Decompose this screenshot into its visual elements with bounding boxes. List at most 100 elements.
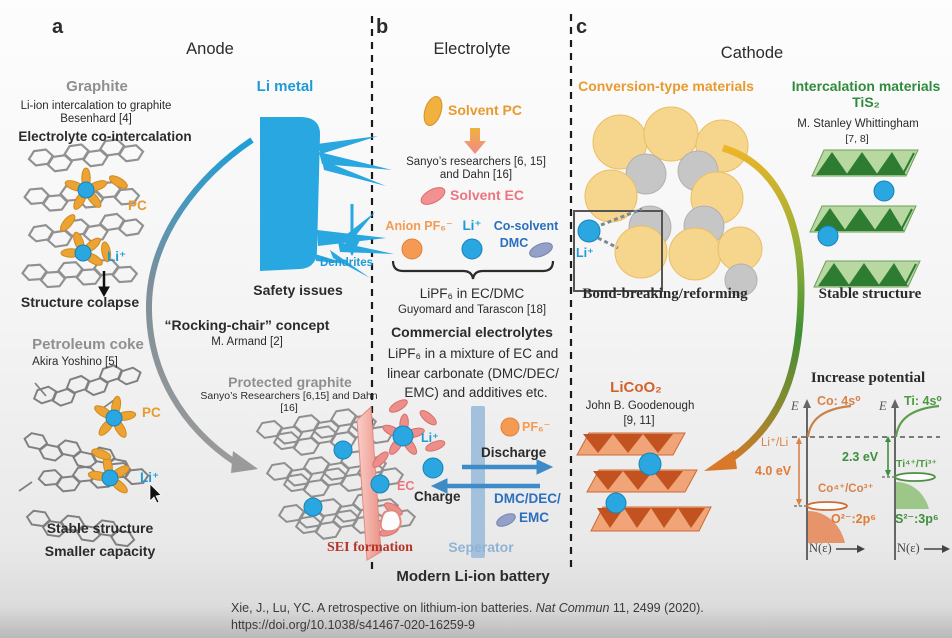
cathode-title: Cathode <box>720 44 784 62</box>
dos-axis-label-left: N(ε) <box>809 541 832 555</box>
discharge-arrow <box>462 459 554 475</box>
ti-redox-label: Ti⁴⁺/Ti³⁺ <box>896 458 937 470</box>
li-li-level-label: Li⁺/Li <box>761 437 789 449</box>
smaller-capacity-label: Smaller capacity <box>44 543 156 559</box>
increase-potential-label: Increase potential <box>810 370 926 386</box>
ec-outline-blob <box>379 509 402 533</box>
stable-structure-label-c: Stable structure <box>818 286 922 302</box>
lipf6-label: LiPF₆ in EC/DMC <box>419 286 525 301</box>
pc-label-bottom: PC <box>142 405 161 420</box>
gap-40ev-label: 4.0 eV <box>755 464 792 478</box>
electrolyte-brace <box>391 260 555 280</box>
dos-axis-label-right: N(ε) <box>897 541 920 555</box>
discharge-label: Discharge <box>481 445 547 460</box>
pc-solvent-ellipse <box>423 96 443 126</box>
anode-history-arc <box>145 137 254 466</box>
licoo2-label: LiCoO₂ <box>610 379 662 396</box>
cathode-history-arrowhead <box>704 450 737 471</box>
goodenough-ref2: [9, 11] <box>623 415 655 427</box>
charge-arrow <box>430 478 540 494</box>
pf6-anion-circle <box>500 417 520 437</box>
li-ion-circle <box>638 452 662 476</box>
co-intercalation-label: Electrolyte co-intercalation <box>18 129 192 144</box>
li-metal-blob <box>260 117 394 278</box>
citation-pre: Xie, J., Lu, YC. A retrospective on lith… <box>231 601 536 615</box>
citation-doi: https://doi.org/10.1038/s41467-020-16259… <box>231 618 475 632</box>
li-ion-circle <box>105 409 123 427</box>
graphite-structure <box>22 136 144 289</box>
sei-formation-label: SEI formation <box>327 540 413 555</box>
graphite-subtitle: Li-ion intercalation to graphite <box>20 100 172 112</box>
electrolyte-title: Electrolyte <box>433 40 511 58</box>
co-redox-label: Co⁴⁺/Co³⁺ <box>818 483 874 495</box>
citation-line1: Xie, J., Lu, YC. A retrospective on lith… <box>231 601 704 615</box>
commercial-line1: LiPF₆ in a mixture of EC and <box>387 346 559 361</box>
li-ion-circle <box>461 238 483 260</box>
conversion-materials-label: Conversion-type materials <box>578 78 754 94</box>
solvent-ec-label: Solvent EC <box>450 187 524 203</box>
commercial-line2: linear carbonate (DMC/DEC/ <box>387 366 559 381</box>
dendrite-arrow <box>344 204 360 257</box>
co-4s-label: Co: 4s⁰ <box>817 394 861 408</box>
o2p-band-label: O²⁻:2p⁶ <box>831 512 876 526</box>
protected-graphite-ref2: [16] <box>280 402 298 414</box>
dmc-ellipse <box>496 513 516 527</box>
goodenough-ref: John B. Goodenough <box>585 400 695 412</box>
bond-breaking-box <box>573 210 663 292</box>
anode-title: Anode <box>186 40 234 58</box>
separator-membrane <box>471 406 485 558</box>
safety-issues-label: Safety issues <box>253 282 343 298</box>
citation-post: 11, 2499 (2020). <box>609 601 704 615</box>
dendrites-label: Dendrites <box>320 257 374 269</box>
bond-breaking-label: Bond-breaking/reforming <box>582 286 748 302</box>
panel-b-label: b <box>376 16 389 38</box>
solvent-pc-label: Solvent PC <box>448 102 522 118</box>
cathode-history-arc <box>721 144 805 461</box>
petroleum-coke-title: Petroleum coke <box>32 336 144 353</box>
structure-collapse-label: Structure colapse <box>20 294 140 310</box>
tis2-label: TiS₂ <box>852 94 880 110</box>
collapse-arrow <box>98 271 110 298</box>
s3p-band-label: S²⁻:3p⁶ <box>895 512 939 526</box>
li-bond-dashes <box>597 207 643 250</box>
panel-a-label: a <box>52 16 64 38</box>
li-label-bottom: Li⁺ <box>140 470 160 485</box>
whittingham-ref: M. Stanley Whittingham <box>797 118 919 130</box>
e-axis-label-left: E <box>791 399 799 413</box>
rocking-chair-label: “Rocking-chair” concept <box>164 317 330 333</box>
tis2-layered-structure <box>809 149 921 288</box>
li-ion-label-box: Li⁺ <box>576 246 594 260</box>
dmc-ellipse <box>529 242 553 258</box>
emc-label: EMC <box>519 510 549 525</box>
armand-ref: M. Armand [2] <box>211 336 283 348</box>
li-metal-label: Li metal <box>256 78 314 95</box>
whittingham-ref2: [7, 8] <box>845 133 869 145</box>
intercalation-materials-label: Intercalation materials <box>791 78 941 94</box>
li-ion-circle <box>817 225 839 247</box>
petroleum-coke-structure <box>18 358 149 547</box>
dmc-dec-label: DMC/DEC/ <box>494 491 561 506</box>
sei-layer-sheet <box>356 405 382 561</box>
li-ion-circle <box>577 219 601 243</box>
anode-history-arrowhead <box>231 451 258 473</box>
li-ion-label-b: Li⁺ <box>462 218 482 233</box>
pc-to-ec-arrow <box>464 128 486 154</box>
dahn-ref-b: and Dahn [16] <box>439 169 513 181</box>
commercial-line3: EMC) and additives etc. <box>404 385 548 400</box>
charge-label: Charge <box>414 489 461 504</box>
energy-diagram-co <box>792 399 940 560</box>
cosolvent-label: Co-solvent <box>493 219 559 233</box>
li-ion-circle <box>303 497 323 517</box>
li-ion-circle <box>101 469 119 487</box>
modern-battery-label: Modern Li-ion battery <box>396 568 550 585</box>
li-ion-circle <box>74 244 92 262</box>
ti-4s-label: Ti: 4s⁰ <box>904 394 942 408</box>
pf6-anion-circle <box>401 238 423 260</box>
li-ion-circle <box>873 180 895 202</box>
panel-c-label: c <box>576 16 588 38</box>
conversion-particle-cluster <box>584 106 763 297</box>
li-label-top: Li⁺ <box>107 249 127 264</box>
li-ion-circle <box>605 492 627 514</box>
